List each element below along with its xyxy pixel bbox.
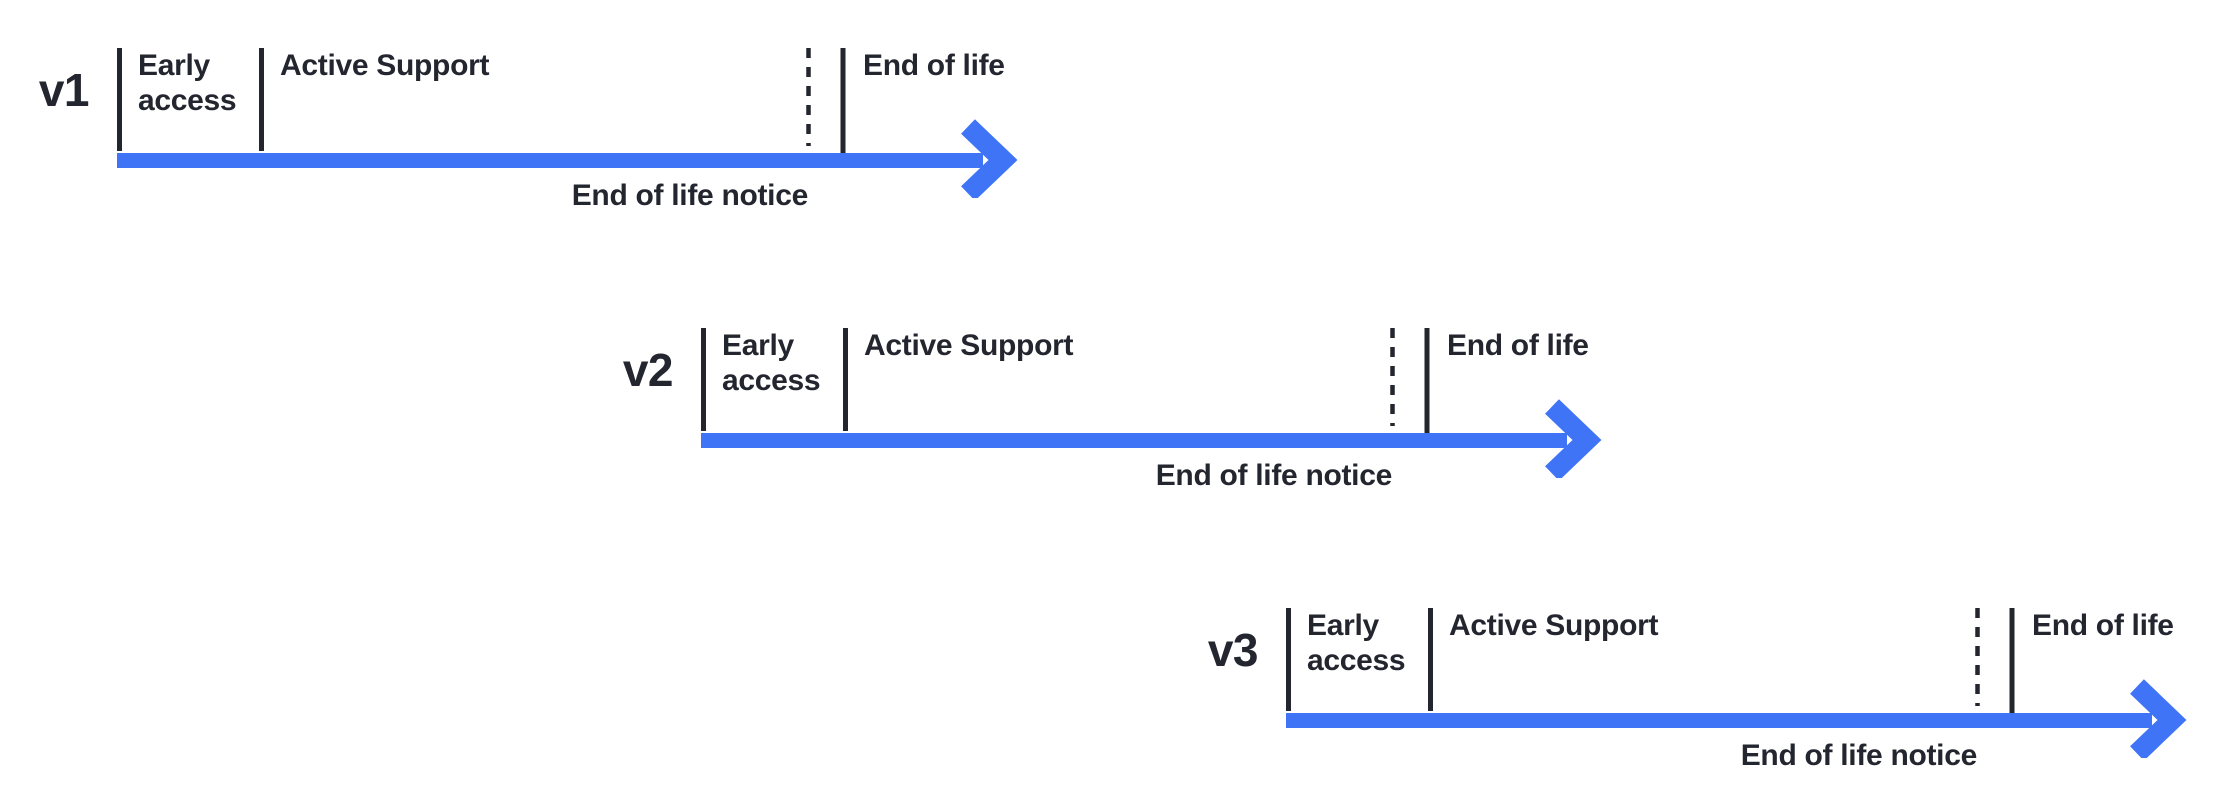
arrowhead-icon xyxy=(1545,399,1602,478)
phase-early-access: Early access xyxy=(722,329,821,397)
end-of-life-tick xyxy=(840,48,846,153)
timeline-arrow-v3 xyxy=(1286,608,2187,758)
timeline-arrow-v2 xyxy=(701,328,1602,478)
phase-end-of-life: End of life xyxy=(1447,329,1589,362)
version-label-v1: v1 xyxy=(38,64,90,116)
end-of-life-notice-label: End of life notice xyxy=(1155,459,1393,492)
phase-early-access: Early access xyxy=(1307,609,1406,677)
active-support-start-tick xyxy=(1428,608,1433,711)
timeline-v3: v3 Early access Active Support End of li… xyxy=(1208,608,2206,778)
early-access-start-tick xyxy=(117,48,122,151)
version-label-v3: v3 xyxy=(1207,624,1259,676)
active-support-start-tick xyxy=(843,328,848,431)
phase-active-support: Active Support xyxy=(280,49,490,82)
version-label-v2: v2 xyxy=(622,344,674,396)
phase-end-of-life: End of life xyxy=(2032,609,2174,642)
phase-early-access: Early access xyxy=(138,49,237,117)
timeline-bar xyxy=(117,153,983,168)
end-of-life-tick xyxy=(1424,328,1430,433)
arrowhead-icon xyxy=(2130,679,2187,758)
arrowhead-icon xyxy=(961,119,1018,198)
timeline-v1: v1 Early access Active Support End of li… xyxy=(39,48,1037,218)
early-access-start-tick xyxy=(701,328,706,431)
phase-end-of-life: End of life xyxy=(863,49,1005,82)
end-of-life-notice-label: End of life notice xyxy=(1740,739,1978,772)
end-of-life-notice-label: End of life notice xyxy=(571,179,809,212)
phase-active-support: Active Support xyxy=(1449,609,1659,642)
timeline-bar xyxy=(701,433,1567,448)
timeline-bar xyxy=(1286,713,2152,728)
timeline-v2: v2 Early access Active Support End of li… xyxy=(623,328,1621,498)
early-access-start-tick xyxy=(1286,608,1291,711)
timeline-arrow-v1 xyxy=(117,48,1018,198)
phase-active-support: Active Support xyxy=(864,329,1074,362)
active-support-start-tick xyxy=(259,48,264,151)
end-of-life-tick xyxy=(2009,608,2015,713)
